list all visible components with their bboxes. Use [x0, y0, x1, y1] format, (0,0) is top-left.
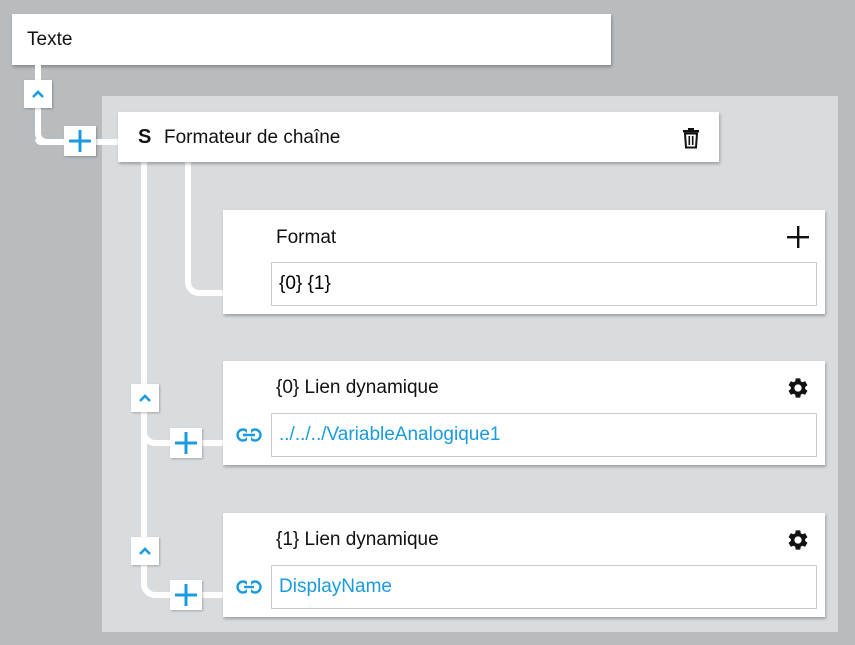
param-block-0: {0} Lien dynamique ../../../VariableAnal…	[223, 361, 825, 465]
connector-format-vertical	[185, 162, 191, 282]
plus-icon	[175, 584, 197, 606]
formatter-type-glyph: S	[138, 126, 152, 148]
formatter-node-header[interactable]: S Formateur de chaîne	[118, 112, 719, 162]
format-block: Format {0} {1}	[223, 210, 825, 314]
chevron-up-icon	[139, 547, 151, 555]
param-0-label: {0} Lien dynamique	[276, 377, 439, 398]
connector-param1-corner	[141, 570, 181, 598]
formatter-title: Formateur de chaîne	[164, 127, 341, 148]
trash-icon[interactable]	[680, 126, 702, 150]
chevron-up-icon	[139, 394, 151, 402]
param-1-label: {1} Lien dynamique	[276, 529, 439, 550]
texte-node-header[interactable]: Texte	[12, 14, 611, 65]
format-input[interactable]: {0} {1}	[271, 262, 817, 306]
connector-params-vertical	[141, 162, 147, 582]
gear-icon[interactable]	[785, 527, 811, 553]
connector-root-corner	[35, 126, 53, 145]
param-1-collapse-button[interactable]	[131, 537, 159, 565]
param-0-binding-input[interactable]: ../../../VariableAnalogique1	[271, 413, 817, 457]
format-label: Format	[276, 227, 337, 248]
connector-format-corner	[185, 270, 225, 296]
connector-param0-corner	[141, 420, 181, 446]
plus-icon	[175, 432, 197, 454]
gear-icon[interactable]	[785, 375, 811, 401]
param-0-add-button[interactable]	[170, 428, 202, 458]
param-block-1: {1} Lien dynamique DisplayName	[223, 513, 825, 617]
param-1-add-button[interactable]	[170, 580, 202, 610]
link-icon	[235, 423, 263, 447]
texte-node-title: Texte	[27, 29, 73, 50]
plus-icon	[69, 130, 91, 152]
param-0-collapse-button[interactable]	[131, 384, 159, 412]
texte-add-button[interactable]	[64, 126, 96, 156]
format-add-button[interactable]	[785, 224, 811, 250]
param-1-binding-input[interactable]: DisplayName	[271, 565, 817, 609]
chevron-up-icon	[32, 90, 44, 98]
texte-collapse-button[interactable]	[24, 80, 52, 108]
link-icon	[235, 575, 263, 599]
plus-icon	[787, 226, 809, 248]
